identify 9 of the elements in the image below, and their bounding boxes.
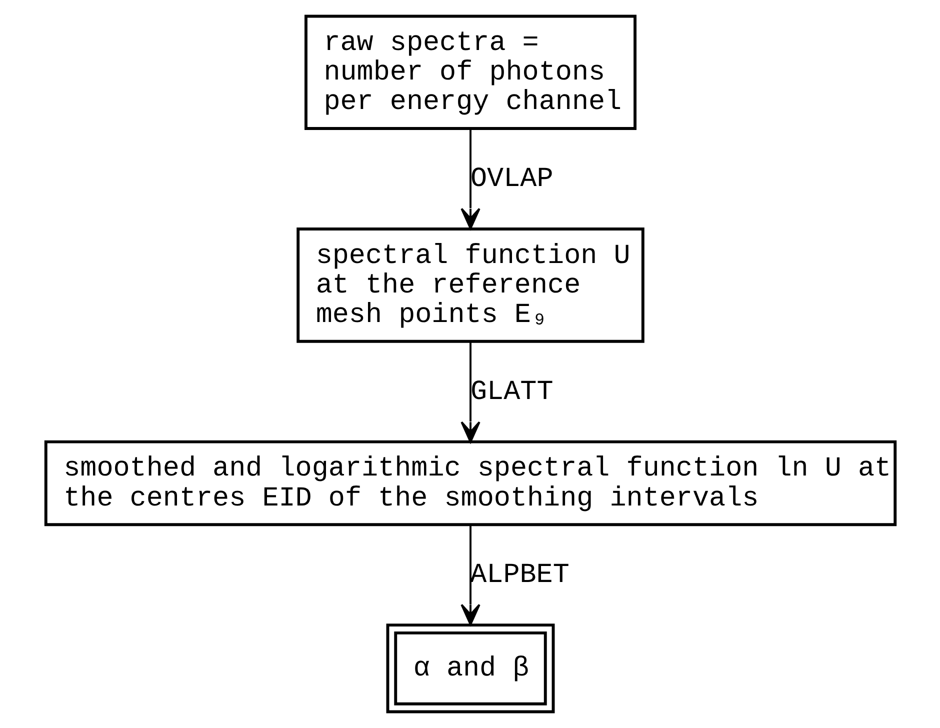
edge-label: OVLAP (470, 164, 553, 196)
arrow (460, 128, 480, 230)
arrow (460, 342, 480, 443)
node-box: smoothed and logarithmic spectral function ln U at the centres EID of the smoothing intervals (44, 440, 896, 526)
edge-label: GLATT (470, 376, 553, 408)
node-box: spectral function U at the reference mesh points E₉ (296, 228, 644, 343)
arrow (460, 525, 480, 626)
node-box: α and β (386, 624, 554, 714)
node-box: raw spectra = number of photons per energy channel (304, 14, 636, 130)
